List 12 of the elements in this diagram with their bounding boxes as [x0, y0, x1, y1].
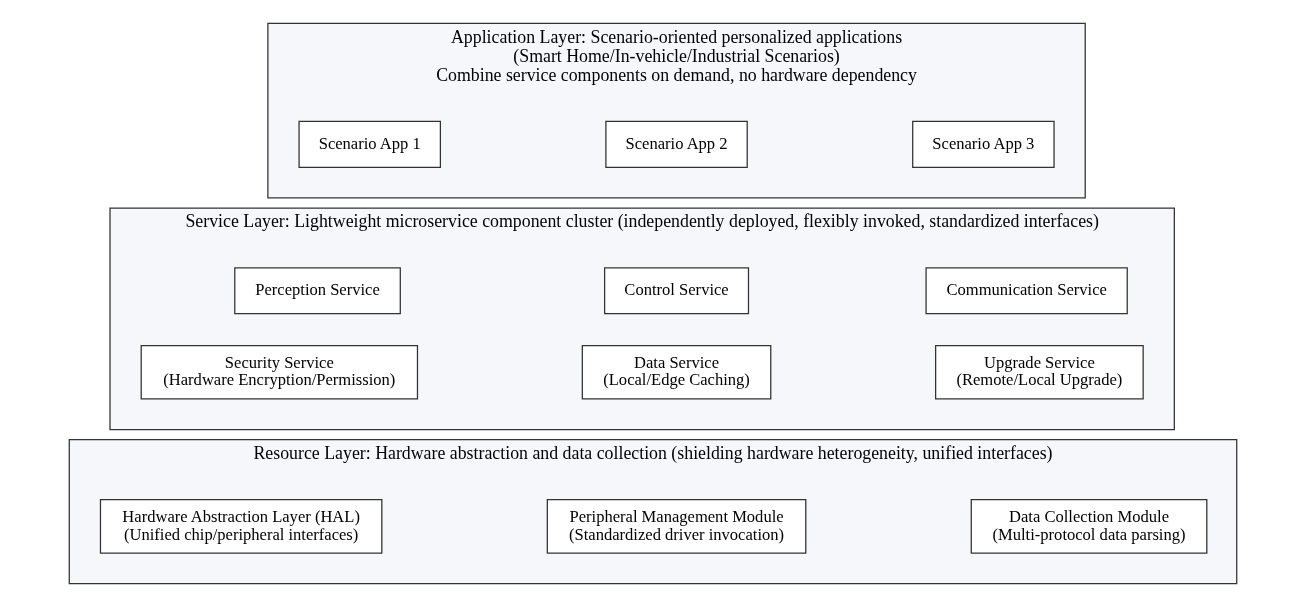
node-box: Upgrade Service (Remote/Local Upgrade) — [935, 344, 1144, 400]
node-box: Scenario App 3 — [912, 120, 1055, 168]
node-box: Security Service (Hardware Encryption/Permission) — [140, 344, 419, 400]
node-box: Data Service (Local/Edge Caching) — [581, 344, 772, 400]
node-box: Scenario App 2 — [605, 120, 748, 168]
node-box: Data Collection Module (Multi-protocol data parsing) — [970, 498, 1208, 554]
node-box: Perception Service — [234, 267, 401, 315]
node-box: Communication Service — [925, 267, 1128, 315]
node-box: Scenario App 1 — [298, 120, 442, 168]
node-box: Control Service — [604, 267, 750, 315]
node-box: Hardware Abstraction Layer (HAL) (Unified chip/peripheral interfaces) — [99, 498, 383, 554]
node-box: Peripheral Management Module (Standardized driver invocation) — [546, 498, 807, 554]
